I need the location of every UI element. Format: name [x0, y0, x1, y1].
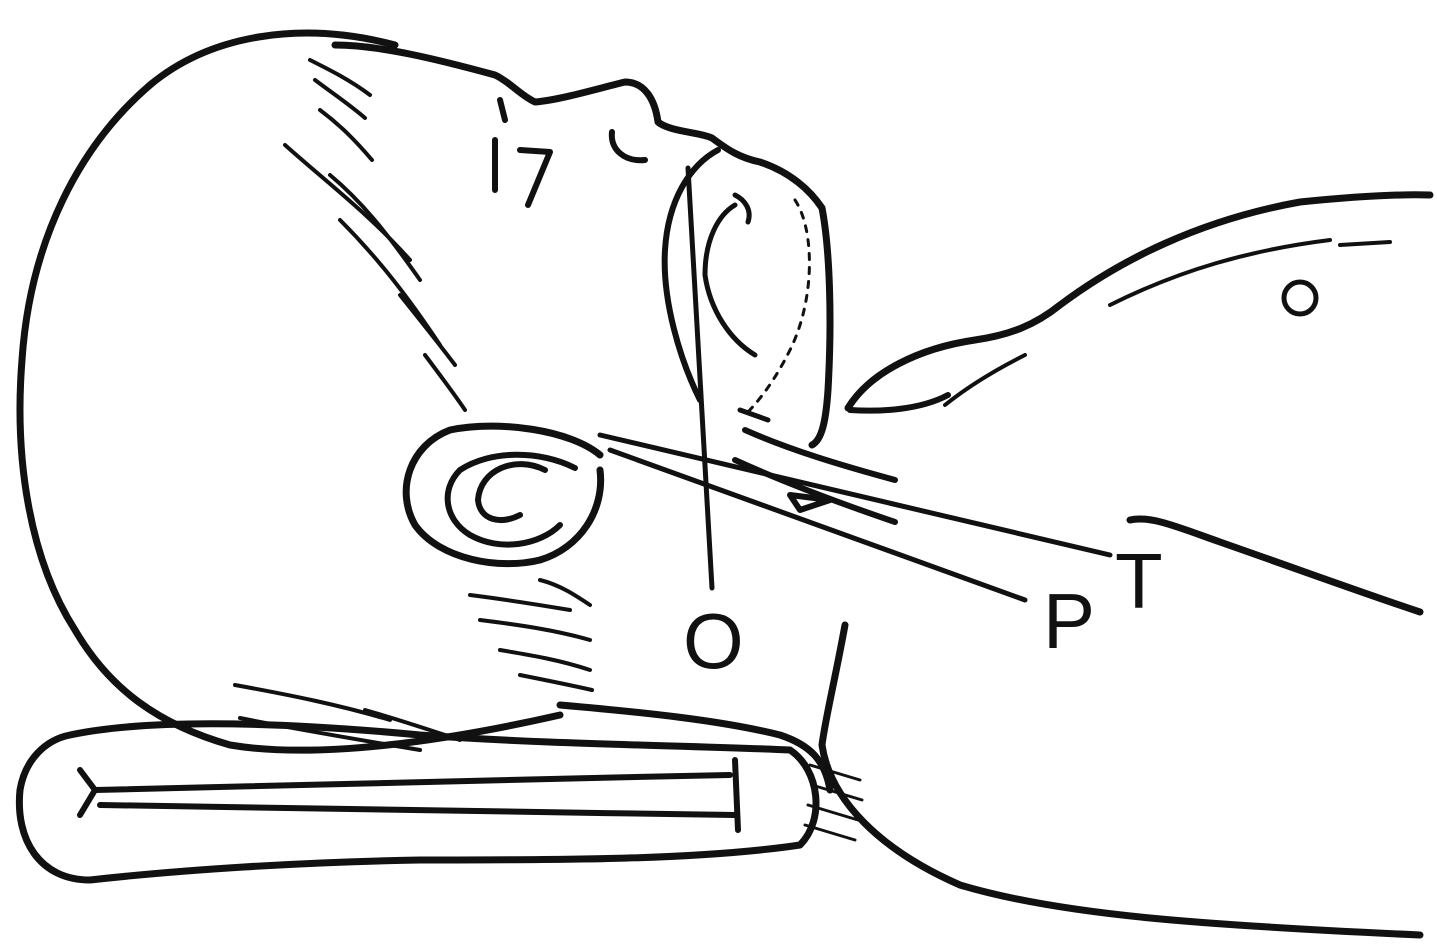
pharyngeal-axis-label: P: [1043, 577, 1095, 665]
clavicle-upper: [850, 395, 948, 411]
pillow-outline: [19, 724, 816, 880]
neck-front: [822, 625, 1420, 935]
tongue: [705, 205, 755, 355]
pillow-inner-fold: [80, 760, 738, 830]
chin-line-dotted: [745, 200, 809, 415]
nipple-mark: [1284, 282, 1316, 314]
chin-curl: [735, 195, 749, 222]
nostril: [612, 132, 645, 160]
shoulder-outline: [848, 195, 1430, 408]
airway-opening: [740, 410, 768, 420]
hair-strokes: [235, 60, 592, 750]
head-outline: [20, 33, 560, 750]
tracheal-axis-label: T: [1115, 537, 1163, 625]
shoulder-hatch: [945, 355, 1025, 405]
pharyngeal-axis-line: [610, 450, 1025, 600]
ear-concha: [478, 464, 545, 520]
ear-inner: [448, 455, 575, 545]
face-profile: [335, 45, 830, 445]
trachea-lower-wall: [735, 460, 895, 522]
eye-mark: [495, 100, 550, 205]
arm-crease: [1130, 519, 1420, 612]
oral-axis-label: O: [683, 597, 744, 685]
epiglottis-mark: [790, 495, 830, 510]
